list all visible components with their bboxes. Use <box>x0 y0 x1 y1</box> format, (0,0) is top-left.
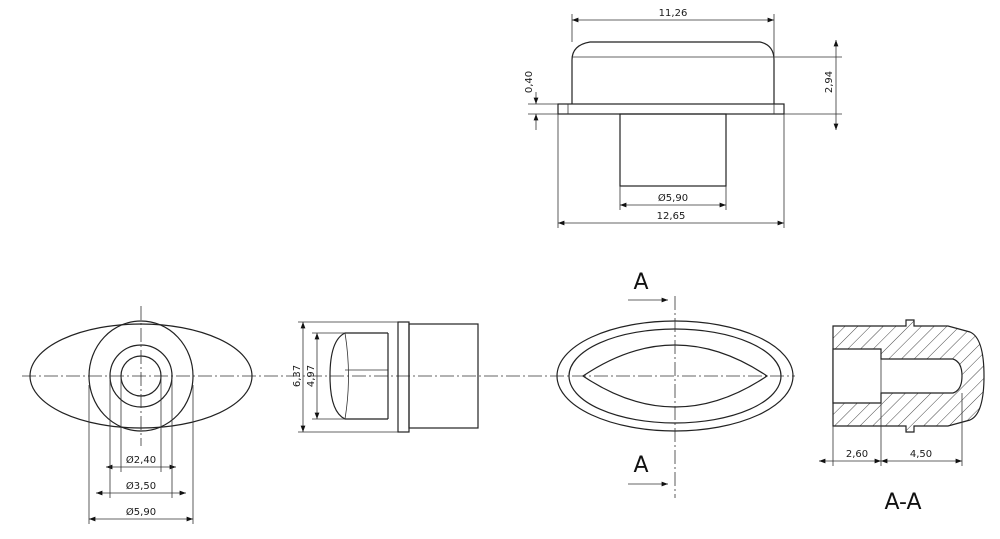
section-title: A-A <box>884 490 921 515</box>
dim-front-mid: Ø3,50 <box>126 480 156 492</box>
dim-section-left: 2,60 <box>846 449 868 460</box>
front-view: Ø2,40 Ø3,50 Ø5,90 <box>29 306 253 524</box>
section-view: 2,60 4,50 A-A <box>819 319 985 515</box>
section-mark-top: A <box>633 270 648 295</box>
dim-side-inner: 4,97 <box>306 365 317 387</box>
side-view: 6,37 4,97 <box>292 321 479 433</box>
dim-front-inner: Ø2,40 <box>126 454 156 466</box>
dim-flange-thickness: 0,40 <box>524 71 535 93</box>
dim-base-width: 12,65 <box>657 211 686 222</box>
dim-shaft-diameter: Ø5,90 <box>658 192 688 204</box>
section-mark-bottom: A <box>633 453 648 478</box>
dim-top-height: 2,94 <box>824 71 835 93</box>
dim-section-right: 4,50 <box>910 449 932 460</box>
dim-top-width: 11,26 <box>659 8 688 19</box>
dim-front-outer: Ø5,90 <box>126 506 156 518</box>
cut-view: A A <box>556 270 794 498</box>
top-view: 11,26 2,94 0,40 Ø5,90 12,65 <box>524 8 842 228</box>
dim-side-outer: 6,37 <box>292 365 303 387</box>
